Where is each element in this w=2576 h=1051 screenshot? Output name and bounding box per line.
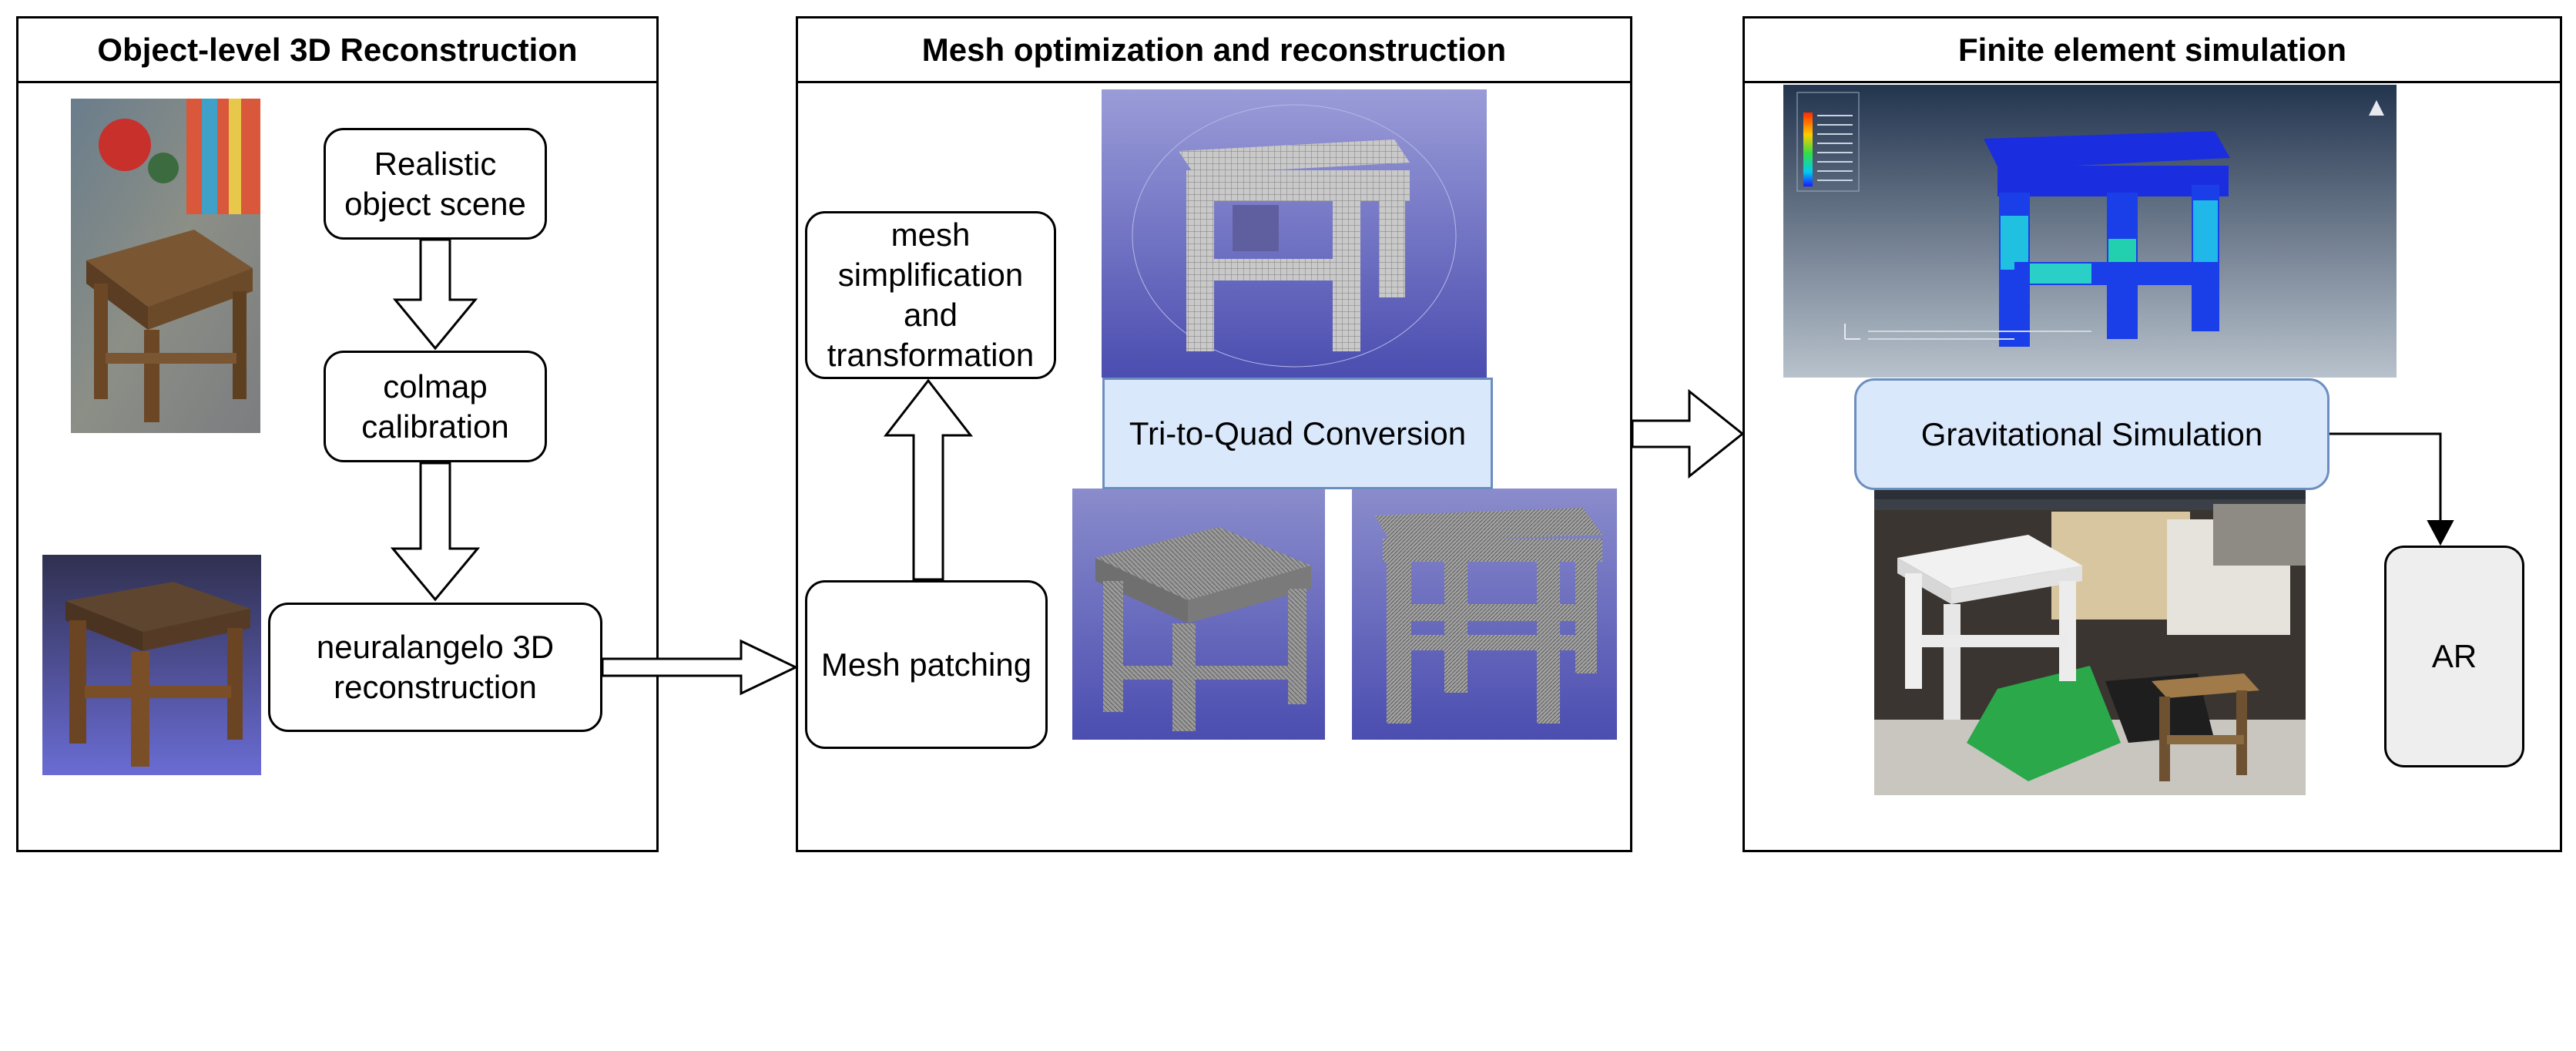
tri-mesh-render-b [1352, 489, 1617, 740]
node-ar: AR [2384, 546, 2524, 767]
panel-title-fea: Finite element simulation [1745, 18, 2560, 83]
node-gravitational-simulation: Gravitational Simulation [1854, 378, 2329, 490]
quad-mesh-render [1102, 89, 1487, 378]
stool-photo [71, 99, 260, 433]
node-tri-to-quad: Tri-to-Quad Conversion [1102, 378, 1493, 489]
panel-title-mesh: Mesh optimization and reconstruction [798, 18, 1630, 83]
arrow-mesh-to-fea [1631, 388, 1745, 479]
stress-simulation-render [1783, 85, 2397, 378]
node-neuralangelo: neuralangelo 3D reconstruction [268, 603, 602, 732]
node-mesh-patching: Mesh patching [805, 580, 1048, 749]
node-mesh-simplification: mesh simplification and transformation [805, 211, 1056, 379]
tri-mesh-render-a [1072, 489, 1325, 740]
ar-scene-photo [1874, 489, 2306, 795]
node-realistic-scene: Realistic object scene [324, 128, 547, 240]
panel-title-reconstruction: Object-level 3D Reconstruction [18, 18, 656, 83]
node-colmap-calibration: colmap calibration [324, 351, 547, 462]
stool-render [42, 555, 261, 775]
